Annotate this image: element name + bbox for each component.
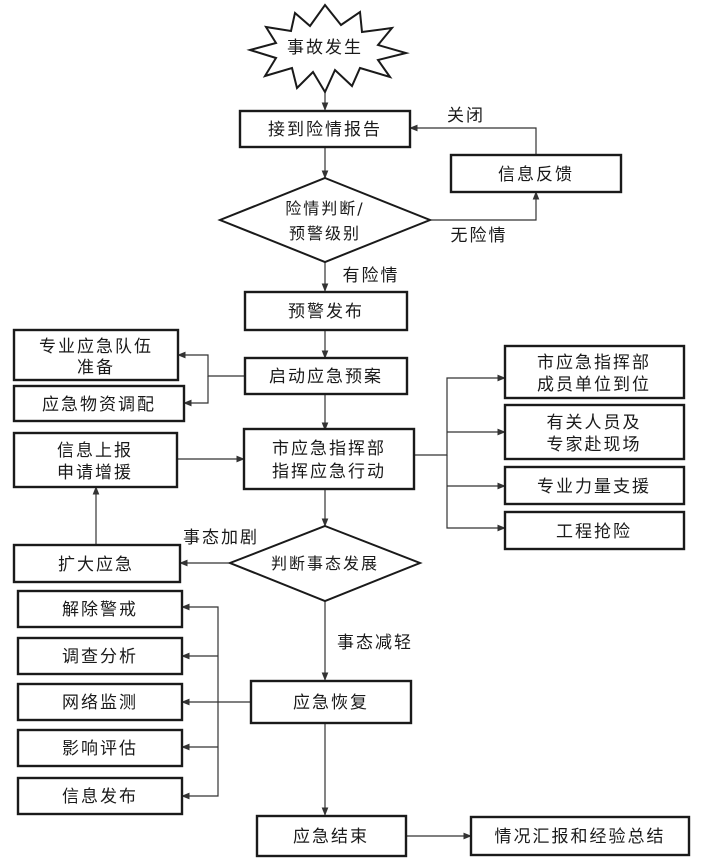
edge-command-rescue bbox=[446, 455, 506, 532]
expand-label: 扩大应急 bbox=[58, 555, 134, 575]
report-up-box: 信息上报 申请增援 bbox=[12, 431, 179, 489]
investigate-box: 调查分析 bbox=[16, 636, 184, 676]
start-plan-box: 启动应急预案 bbox=[243, 356, 409, 396]
edge-plan-material bbox=[183, 376, 209, 407]
experts-onsite-label-line2: 专家赴现场 bbox=[547, 435, 642, 455]
expand-box: 扩大应急 bbox=[12, 543, 182, 584]
info-feedback-label: 信息反馈 bbox=[498, 165, 574, 185]
edge-label-has-danger: 有险情 bbox=[343, 266, 400, 286]
lift-alert-label: 解除警戒 bbox=[62, 600, 138, 620]
info-feedback-box: 信息反馈 bbox=[449, 153, 623, 194]
rescue-label: 工程抢险 bbox=[556, 522, 632, 542]
receive-report-label: 接到险情报告 bbox=[268, 120, 382, 140]
judge-trend-label: 判断事态发展 bbox=[271, 554, 379, 573]
network-monitor-label: 网络监测 bbox=[62, 693, 138, 713]
summary-box: 情况汇报和经验总结 bbox=[469, 815, 691, 857]
command-label-line2: 指挥应急行动 bbox=[272, 462, 386, 482]
edge-label-escalate: 事态加剧 bbox=[183, 528, 259, 548]
edge-judge-feedback bbox=[430, 191, 540, 221]
experts-onsite-label-line1: 有关人员及 bbox=[547, 413, 642, 433]
edge-label-close: 关闭 bbox=[447, 106, 485, 126]
report-up-label-line2: 申请增援 bbox=[57, 463, 133, 483]
info-release-box: 信息发布 bbox=[16, 776, 184, 816]
impact-assess-label: 影响评估 bbox=[62, 739, 138, 759]
edge-command-members bbox=[414, 374, 506, 456]
material-dispatch-label: 应急物资调配 bbox=[42, 395, 156, 415]
members-arrive-label-line2: 成员单位到位 bbox=[537, 375, 651, 395]
summary-label: 情况汇报和经验总结 bbox=[495, 827, 666, 847]
warning-release-label: 预警发布 bbox=[288, 302, 364, 322]
investigate-label: 调查分析 bbox=[62, 647, 138, 667]
edge-recovery-lift bbox=[181, 603, 219, 702]
support-label: 专业力量支援 bbox=[537, 477, 651, 497]
lift-alert-box: 解除警戒 bbox=[16, 589, 184, 629]
members-arrive-label-line1: 市应急指挥部 bbox=[537, 353, 651, 373]
judge-diamond: 险情判断/ 预警级别 bbox=[217, 176, 433, 264]
start-burst: 事故发生 bbox=[246, 3, 410, 95]
team-prep-box: 专业应急队伍 准备 bbox=[12, 328, 180, 382]
info-release-label: 信息发布 bbox=[62, 787, 138, 807]
end-box: 应急结束 bbox=[255, 814, 408, 858]
report-up-label-line1: 信息上报 bbox=[57, 441, 133, 461]
edge-label-mitigate: 事态减轻 bbox=[337, 633, 413, 653]
end-label: 应急结束 bbox=[293, 827, 369, 847]
members-arrive-box: 市应急指挥部 成员单位到位 bbox=[503, 344, 686, 400]
team-prep-label-line1: 专业应急队伍 bbox=[39, 337, 153, 357]
recovery-label: 应急恢复 bbox=[293, 693, 369, 713]
judge-label-line1: 险情判断/ bbox=[285, 199, 364, 218]
impact-assess-box: 影响评估 bbox=[16, 728, 184, 768]
rescue-box: 工程抢险 bbox=[503, 510, 686, 551]
edge-feedback-report bbox=[409, 124, 537, 155]
edge-recovery-inforelease bbox=[181, 702, 219, 800]
start-label: 事故发生 bbox=[287, 38, 363, 58]
experts-onsite-box: 有关人员及 专家赴现场 bbox=[503, 403, 686, 461]
edge-plan-team bbox=[177, 351, 245, 377]
judge-trend-diamond: 判断事态发展 bbox=[227, 524, 423, 603]
command-label-line1: 市应急指挥部 bbox=[272, 439, 386, 459]
material-dispatch-box: 应急物资调配 bbox=[12, 384, 186, 423]
network-monitor-box: 网络监测 bbox=[16, 682, 184, 722]
warning-release-box: 预警发布 bbox=[243, 290, 409, 332]
edge-label-no-danger: 无险情 bbox=[451, 226, 508, 246]
support-box: 专业力量支援 bbox=[503, 465, 686, 506]
team-prep-label-line2: 准备 bbox=[77, 358, 115, 378]
judge-label-line2: 预警级别 bbox=[289, 224, 361, 243]
receive-report-box: 接到险情报告 bbox=[238, 109, 412, 149]
start-plan-label: 启动应急预案 bbox=[269, 367, 383, 387]
command-box: 市应急指挥部 指挥应急行动 bbox=[242, 427, 416, 491]
connectors bbox=[92, 82, 540, 840]
recovery-box: 应急恢复 bbox=[249, 679, 413, 725]
